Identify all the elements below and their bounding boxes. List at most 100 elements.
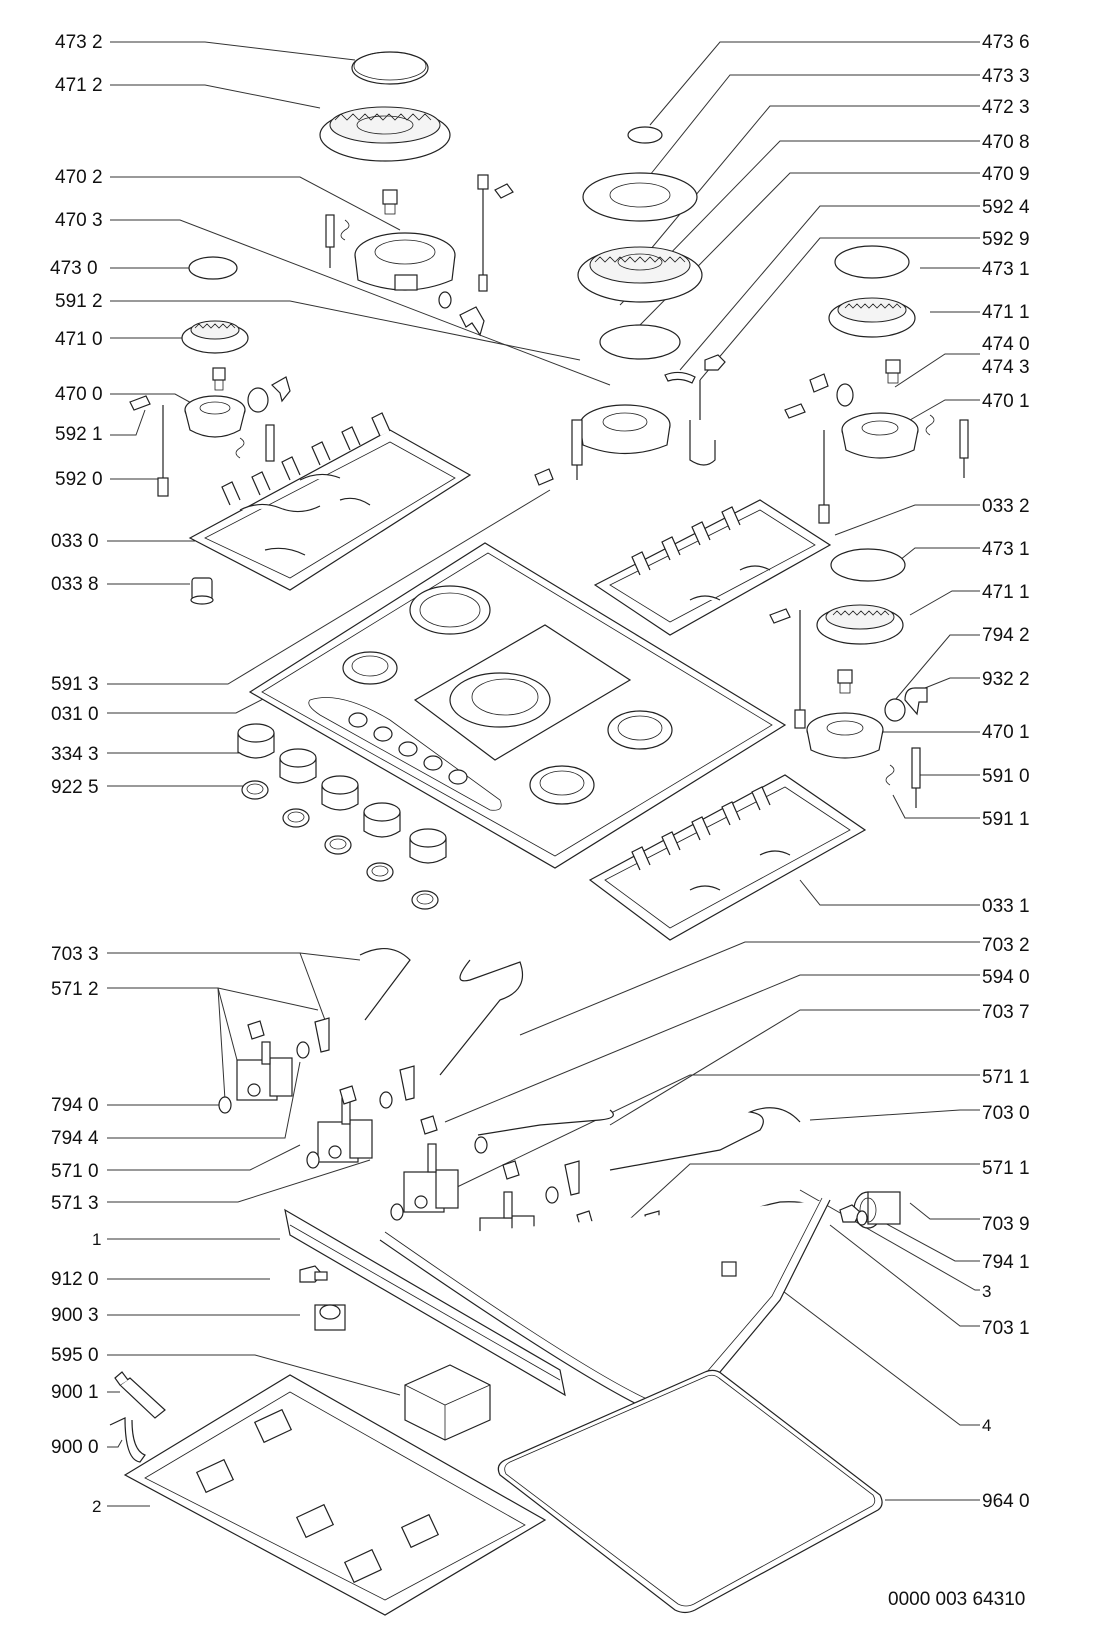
part-label: 794 0 [51, 1095, 99, 1116]
fixing-bracket [114, 1371, 166, 1419]
fixing-bracket [109, 1417, 146, 1463]
gasket [664, 371, 696, 384]
document-number: 0000 003 64310 [888, 1589, 1025, 1610]
thermocouple [818, 430, 830, 524]
part-label: 794 4 [51, 1128, 99, 1149]
support-rail [284, 1208, 566, 1397]
part-label: 470 9 [982, 164, 1030, 185]
pan-support-right-lower [588, 774, 867, 941]
nut [704, 354, 726, 371]
part-label: 471 0 [55, 329, 103, 350]
burner-base-medium [841, 412, 919, 459]
part-label: 592 0 [55, 469, 103, 490]
clip [534, 468, 554, 486]
burner-cap-ring [582, 172, 698, 222]
part-label: 592 4 [982, 197, 1030, 218]
spark-electrode [235, 424, 275, 462]
part-label: 1 [92, 1230, 101, 1249]
part-label: 472 3 [982, 97, 1030, 118]
part-label: 473 3 [982, 66, 1030, 87]
injector [837, 669, 853, 694]
part-label: 912 0 [51, 1269, 99, 1290]
part-label: 703 3 [51, 944, 99, 965]
knob [363, 802, 401, 838]
gas-valve [236, 1041, 293, 1101]
part-label: 703 7 [982, 1002, 1030, 1023]
part-label: 470 2 [55, 167, 103, 188]
screw [299, 1265, 328, 1283]
part-label: 900 1 [51, 1382, 99, 1403]
fixing-block [314, 1304, 346, 1331]
burner-cap-small [188, 256, 238, 280]
burner-cap-inner [627, 126, 663, 144]
part-label: 473 0 [50, 258, 98, 279]
part-label: 591 1 [982, 809, 1030, 830]
part-label: 703 9 [982, 1214, 1030, 1235]
part-label: 592 1 [55, 424, 103, 445]
part-label: 4 [982, 1416, 991, 1435]
part-label: 900 0 [51, 1437, 99, 1458]
part-label: 473 6 [982, 32, 1030, 53]
knob [321, 775, 359, 811]
burner-head-large [319, 106, 451, 162]
knob-bezels [241, 780, 439, 910]
clip [784, 373, 829, 419]
left-labels: 473 2 471 2 470 2 470 3 473 0 591 2 471 … [50, 32, 103, 1516]
part-label: 592 9 [982, 229, 1030, 250]
right-labels: 473 6 473 3 472 3 470 8 470 9 592 4 592 … [982, 32, 1030, 1512]
part-label: 594 0 [982, 967, 1030, 988]
burner-cap-large [351, 51, 429, 85]
part-label: 794 1 [982, 1252, 1030, 1273]
hob-seal-gasket [497, 1369, 883, 1614]
part-label: 033 0 [51, 531, 99, 552]
seal-ring [836, 383, 854, 407]
part-label: 591 2 [55, 291, 103, 312]
part-label: 471 1 [982, 302, 1030, 323]
gas-valve [403, 1143, 459, 1213]
part-label: 591 0 [982, 766, 1030, 787]
burner-base-wok [579, 404, 671, 455]
burner-cap-medium [834, 245, 910, 279]
part-label: 474 0 [982, 334, 1030, 355]
burner-base-medium [806, 712, 884, 759]
part-label: 703 1 [982, 1318, 1030, 1339]
injector [212, 367, 226, 391]
spark-electrode [571, 419, 583, 480]
spark-electrode [325, 214, 350, 268]
pan-support-right-upper [593, 499, 832, 636]
seal-ring [884, 698, 906, 722]
control-knobs [237, 723, 447, 864]
part-label: 900 3 [51, 1305, 99, 1326]
part-label: 922 5 [51, 777, 99, 798]
part-label: 3 [982, 1282, 991, 1301]
part-label: 470 3 [55, 210, 103, 231]
part-label: 571 0 [51, 1161, 99, 1182]
part-label: 964 0 [982, 1491, 1030, 1512]
part-label: 571 1 [982, 1067, 1030, 1088]
manifold-clamp [721, 1261, 737, 1277]
burner-base-large [354, 232, 456, 309]
burner-base-small [184, 376, 291, 438]
burner-head-small [181, 320, 249, 354]
knob [279, 748, 317, 784]
part-label: 571 1 [982, 1158, 1030, 1179]
rubber-foot [190, 577, 214, 605]
bottom-tray [123, 1374, 547, 1616]
part-label: 474 3 [982, 357, 1030, 378]
part-label: 470 1 [982, 391, 1030, 412]
part-label: 473 2 [55, 32, 103, 53]
part-label: 571 2 [51, 979, 99, 1000]
burner-head-wok [577, 246, 703, 303]
part-label: 334 3 [51, 744, 99, 765]
thermocouple [157, 405, 169, 497]
part-label: 470 1 [982, 722, 1030, 743]
burner-cap-medium [830, 548, 906, 582]
part-label: 470 8 [982, 132, 1030, 153]
part-label: 033 2 [982, 496, 1030, 517]
gas-inlet-washer [856, 1210, 868, 1226]
injector [382, 189, 398, 215]
part-label: 595 0 [51, 1345, 99, 1366]
thermocouple [689, 380, 716, 466]
knob [237, 723, 275, 759]
